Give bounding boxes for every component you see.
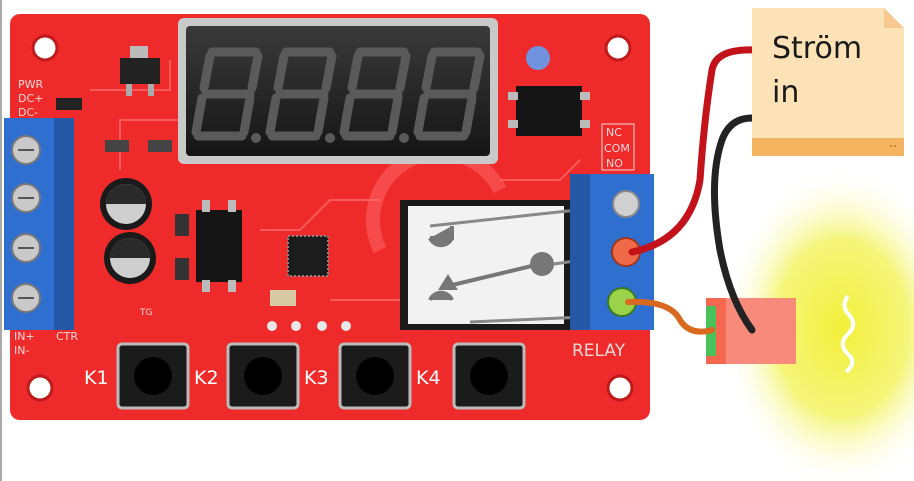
push-button-k2[interactable]	[226, 342, 300, 410]
test-pad	[341, 321, 351, 331]
label-k4: K4	[416, 367, 441, 389]
label-ctr: CTR	[56, 330, 78, 343]
display-digit	[265, 47, 337, 141]
relay-component	[400, 200, 615, 330]
optocoupler-left	[196, 200, 242, 292]
label-com: COM	[604, 142, 630, 155]
smd-resistor	[148, 140, 172, 152]
display-digit	[339, 47, 411, 141]
terminal-screw	[11, 135, 41, 165]
smd-resistor	[175, 258, 189, 280]
optocoupler-right	[508, 86, 590, 136]
terminal-nc	[612, 190, 640, 218]
sticky-note: Ström in	[752, 8, 904, 156]
label-k2: K2	[194, 367, 219, 389]
lamp-filament-icon	[840, 294, 856, 374]
electrolytic-capacitor	[100, 178, 152, 230]
label-k3: K3	[304, 367, 329, 389]
led-indicator	[526, 46, 550, 70]
wire-black	[710, 114, 756, 334]
note-line-2: in	[772, 75, 799, 110]
electrolytic-capacitor	[104, 232, 156, 284]
lamp-glow	[722, 168, 914, 481]
smd-resistor	[56, 98, 82, 110]
test-pad	[267, 321, 277, 331]
wire-orange	[625, 298, 715, 335]
test-pad	[317, 321, 327, 331]
smd-resistor	[105, 140, 129, 152]
smd-resistor	[175, 214, 189, 236]
smd-capacitor	[270, 290, 296, 306]
push-button-k1[interactable]	[116, 342, 190, 410]
label-in-minus: IN-	[14, 344, 29, 357]
label-relay: RELAY	[572, 341, 626, 361]
microcontroller-chip	[287, 235, 329, 277]
push-button-k3[interactable]	[338, 342, 412, 410]
label-dc-minus: DC-	[18, 106, 38, 119]
terminal-screw	[11, 233, 41, 263]
label-pwr: PWR	[18, 78, 44, 91]
terminal-screw	[11, 183, 41, 213]
label-no: NO	[606, 157, 623, 170]
power-terminal-block	[4, 118, 74, 330]
terminal-screw	[11, 283, 41, 313]
note-line-1: Ström	[772, 31, 862, 66]
push-button-k4[interactable]	[452, 342, 526, 410]
test-pad	[291, 321, 301, 331]
label-tg: TG	[139, 308, 152, 318]
label-k1: K1	[84, 367, 109, 389]
label-in-plus: IN+	[14, 330, 35, 343]
label-dc-plus: DC+	[18, 92, 43, 105]
seven-segment-display	[178, 18, 498, 164]
wire-red	[628, 46, 760, 256]
display-digit	[191, 47, 263, 141]
voltage-regulator	[120, 46, 160, 96]
label-nc: NC	[606, 126, 622, 139]
display-digit	[413, 47, 485, 141]
